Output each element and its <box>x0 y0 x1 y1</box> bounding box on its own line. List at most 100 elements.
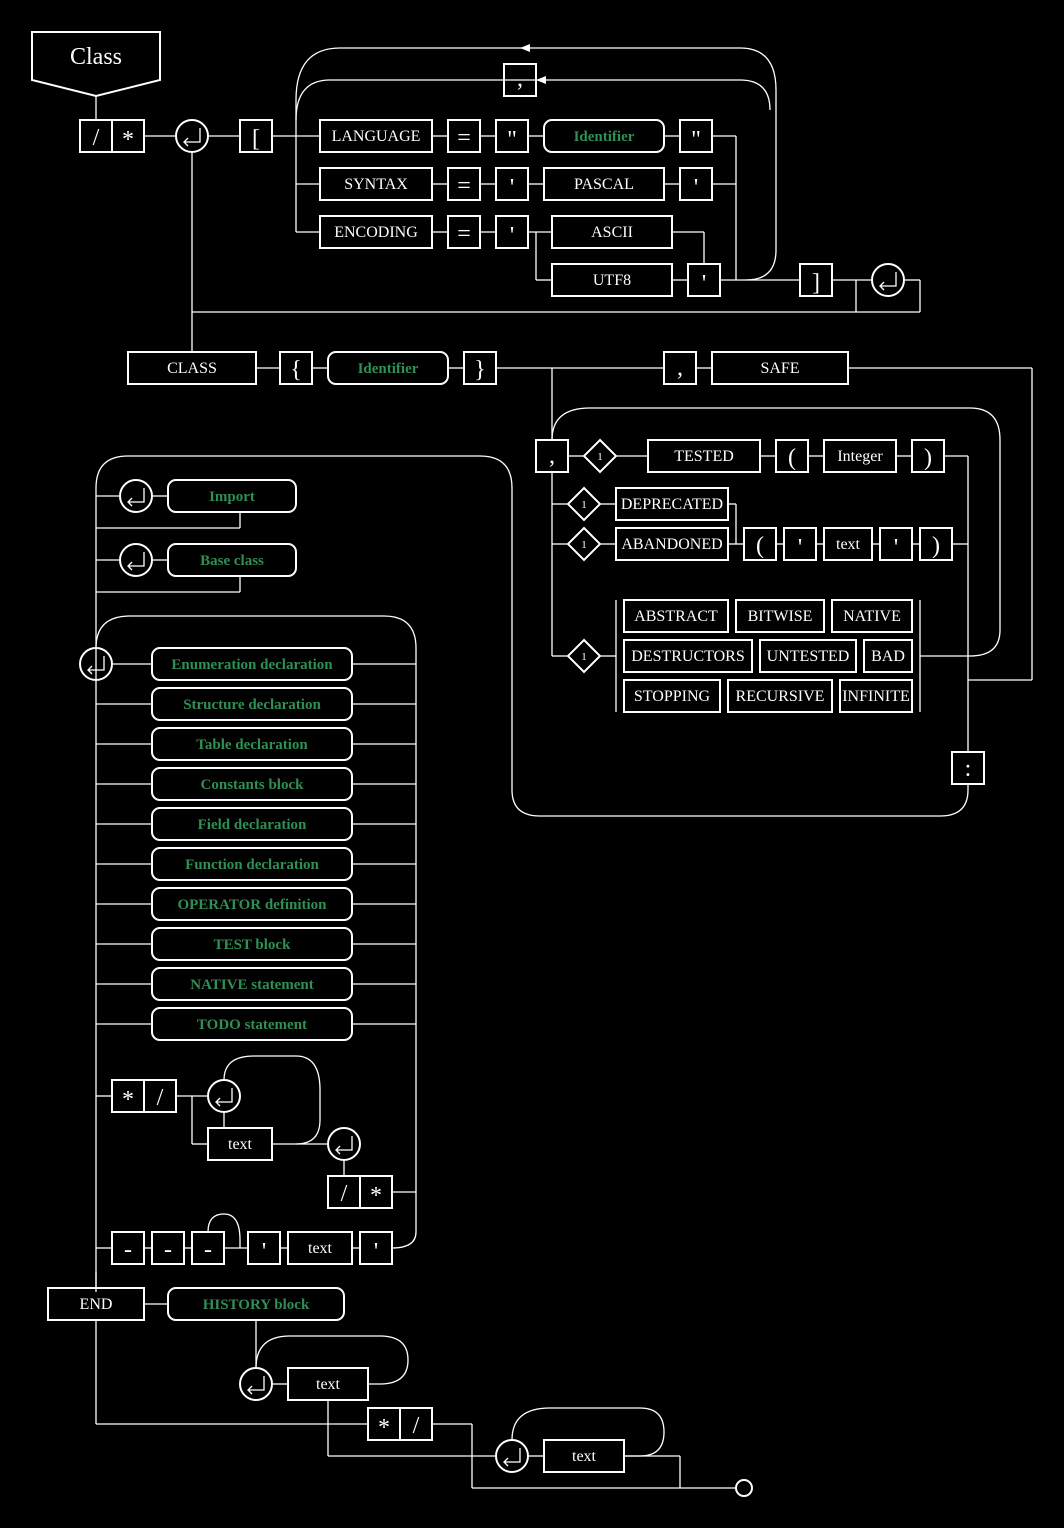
pascal-keyword: PASCAL <box>543 167 665 201</box>
title-tag: Class <box>31 31 161 98</box>
identifier-language: Identifier <box>543 119 665 153</box>
squote-token-reason-open: ' <box>783 527 817 561</box>
attribute-infinite: INFINITE <box>842 688 910 705</box>
connector-lines <box>95 44 1033 1489</box>
safe-keyword: SAFE <box>711 351 849 385</box>
svg-text:END: END <box>80 1296 113 1313</box>
svg-text:': ' <box>798 535 802 561</box>
dash-tokens: - - - <box>111 1231 225 1265</box>
declaration-native: NATIVE statement <box>190 977 313 993</box>
return-circle-comment <box>207 1079 241 1113</box>
declaration-function: Function declaration <box>185 857 319 873</box>
svg-text:,: , <box>517 66 523 92</box>
svg-text:=: = <box>457 125 471 151</box>
attribute-grid: ABSTRACT BITWISE NATIVE DESTRUCTORS UNTE… <box>623 599 913 713</box>
svg-text::: : <box>965 756 972 782</box>
declaration-enumeration: Enumeration declaration <box>171 657 333 673</box>
svg-text:): ) <box>932 533 940 559</box>
svg-text:DEPRECATED: DEPRECATED <box>621 496 723 513</box>
svg-text:,: , <box>677 355 683 381</box>
svg-text:text: text <box>572 1448 597 1465</box>
svg-text:Identifier: Identifier <box>358 361 419 377</box>
squote-token-reason-close: ' <box>879 527 913 561</box>
squote-token-syntax-close: ' <box>679 167 713 201</box>
comma-token-top: , <box>503 63 537 97</box>
svg-text:UTF8: UTF8 <box>593 272 631 289</box>
return-circle-base-class <box>119 543 153 577</box>
end-terminal-circle <box>735 1479 753 1497</box>
svg-text:1: 1 <box>581 651 587 663</box>
return-circle-declarations <box>79 647 113 681</box>
svg-text:-: - <box>204 1237 212 1263</box>
svg-text:': ' <box>702 271 706 297</box>
language-keyword: LANGUAGE <box>319 119 433 153</box>
attribute-recursive: RECURSIVE <box>736 688 825 705</box>
svg-text:": " <box>691 127 701 153</box>
text-keyword-line: text <box>287 1231 353 1265</box>
diamond-attributes: 1 <box>566 638 602 674</box>
return-circle-trailing <box>495 1439 529 1473</box>
svg-text:-: - <box>164 1237 172 1263</box>
svg-text:ENCODING: ENCODING <box>334 224 418 241</box>
svg-text:ABANDONED: ABANDONED <box>621 536 722 553</box>
import-nonterminal: Import <box>167 479 297 513</box>
squote-token-line-open: ' <box>247 1231 281 1265</box>
declaration-structure: Structure declaration <box>183 697 321 713</box>
svg-text:text: text <box>836 536 861 553</box>
svg-text:PASCAL: PASCAL <box>574 176 634 193</box>
close-comment-token-end: * / <box>367 1407 433 1441</box>
svg-text:text: text <box>316 1376 341 1393</box>
svg-text:Base class: Base class <box>200 553 264 569</box>
svg-text:*: * <box>378 1415 390 1441</box>
history-block-nonterminal: HISTORY block <box>167 1287 345 1321</box>
svg-text:/: / <box>413 1413 420 1439</box>
svg-text:/: / <box>341 1181 348 1207</box>
declaration-table: Table declaration <box>196 737 308 753</box>
return-circle-comment-end <box>327 1127 361 1161</box>
close-comment-token-body: * / <box>111 1079 177 1113</box>
identifier-class: Identifier <box>327 351 449 385</box>
declaration-list: Enumeration declaration Structure declar… <box>151 647 353 1041</box>
integer-keyword: Integer <box>823 439 897 473</box>
svg-text:[: [ <box>252 126 260 152</box>
return-circle-history <box>239 1367 273 1401</box>
diagram-title: Class <box>70 44 122 70</box>
encoding-keyword: ENCODING <box>319 215 433 249</box>
squote-token-syntax-open: ' <box>495 167 529 201</box>
ascii-keyword: ASCII <box>551 215 673 249</box>
svg-text:TESTED: TESTED <box>674 448 734 465</box>
svg-text:': ' <box>374 1239 378 1265</box>
svg-text:,: , <box>549 443 555 469</box>
svg-text:=: = <box>457 221 471 247</box>
return-circle-import <box>119 479 153 513</box>
svg-text:/: / <box>93 125 100 151</box>
diamond-deprecated: 1 <box>566 486 602 522</box>
tested-keyword: TESTED <box>647 439 761 473</box>
lbrace-token: { <box>279 351 313 385</box>
svg-text:1: 1 <box>597 451 603 463</box>
svg-text:*: * <box>370 1183 382 1209</box>
svg-text:(: ( <box>788 445 796 471</box>
svg-text:}: } <box>474 357 486 383</box>
end-keyword: END <box>47 1287 145 1321</box>
open-comment-token-body: / * <box>327 1175 393 1209</box>
svg-text:Identifier: Identifier <box>574 129 635 145</box>
svg-text:/: / <box>157 1085 164 1111</box>
equals-token-3: = <box>447 215 481 249</box>
declaration-operator: OPERATOR definition <box>177 897 327 913</box>
diamond-abandoned: 1 <box>566 526 602 562</box>
class-keyword: CLASS <box>127 351 257 385</box>
svg-text:HISTORY block: HISTORY block <box>203 1297 310 1313</box>
svg-text:text: text <box>228 1136 253 1153</box>
svg-text:": " <box>507 127 517 153</box>
svg-text:LANGUAGE: LANGUAGE <box>332 128 421 145</box>
svg-text:text: text <box>308 1240 333 1257</box>
svg-text:-: - <box>124 1237 132 1263</box>
attribute-destructors: DESTRUCTORS <box>631 648 745 665</box>
svg-text:Import: Import <box>209 489 255 505</box>
attribute-native: NATIVE <box>843 608 901 625</box>
svg-text:SAFE: SAFE <box>760 360 799 377</box>
colon-token: : <box>951 751 985 785</box>
equals-token-2: = <box>447 167 481 201</box>
